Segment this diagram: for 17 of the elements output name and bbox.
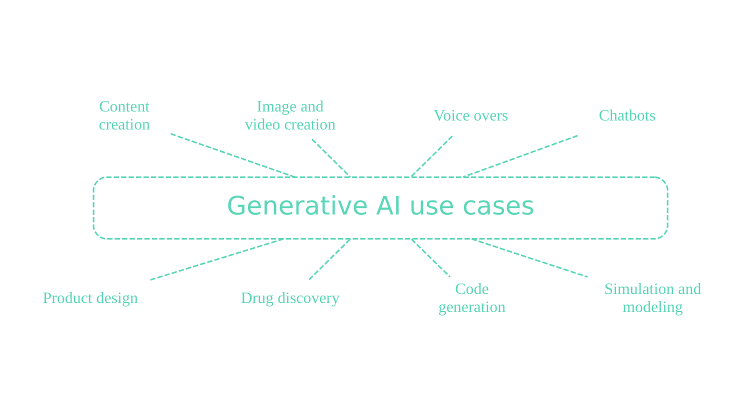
node-text: Image and video creation — [244, 98, 336, 134]
connector — [410, 136, 453, 178]
node-text: Drug discovery — [240, 290, 340, 308]
connector — [170, 133, 296, 178]
connector — [410, 238, 451, 278]
connector — [312, 138, 351, 178]
node-text: Content creation — [98, 98, 150, 134]
node-text: Code generation — [438, 281, 506, 316]
node-text: Chatbots — [598, 107, 656, 124]
connector — [148, 238, 284, 282]
connector — [462, 134, 578, 178]
node-text: Simulation and modeling — [604, 281, 702, 316]
connector — [471, 238, 588, 278]
node-text: Voice overs — [434, 107, 508, 124]
connector — [308, 238, 351, 281]
node-box: Generative AI use cases — [92, 176, 668, 240]
node-text: Product design — [42, 290, 138, 308]
